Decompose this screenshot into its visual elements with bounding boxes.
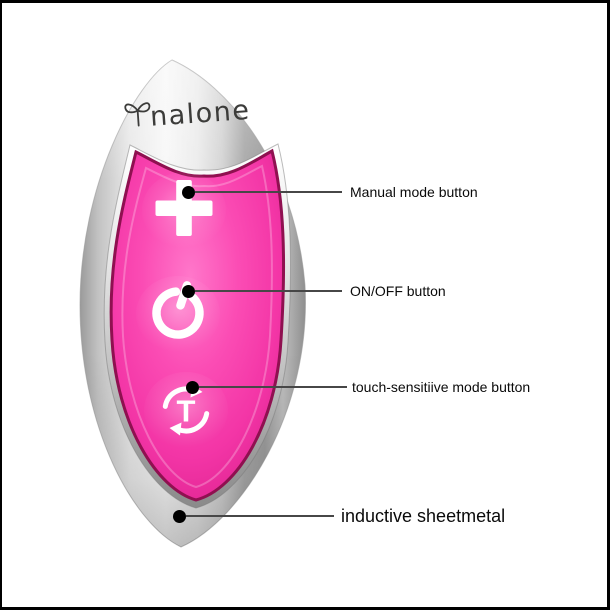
touch-panel-inner-contour [121, 164, 273, 489]
annotation-dot [186, 381, 199, 394]
brand-logo-text: nalone [149, 95, 251, 133]
nalone-antenna-icon [124, 102, 151, 127]
touch-button-dome [144, 372, 228, 448]
annotation-line [195, 191, 342, 193]
nalone-logo: nalone [124, 95, 251, 133]
annotation-dot [182, 285, 195, 298]
annotation-dot [173, 510, 186, 523]
annotation-line [195, 290, 342, 292]
annotation-dot [182, 186, 195, 199]
annotation-line [199, 386, 347, 388]
annotation-line [186, 515, 334, 517]
annotation-label: inductive sheetmetal [341, 506, 506, 526]
power-button-dome [136, 276, 220, 352]
annotation-label: touch-sensitiive mode button [352, 379, 531, 395]
annotation-label: Manual mode button [350, 184, 478, 200]
touch-mode-letter: T [177, 394, 196, 429]
annotation-label: ON/OFF button [350, 283, 446, 299]
